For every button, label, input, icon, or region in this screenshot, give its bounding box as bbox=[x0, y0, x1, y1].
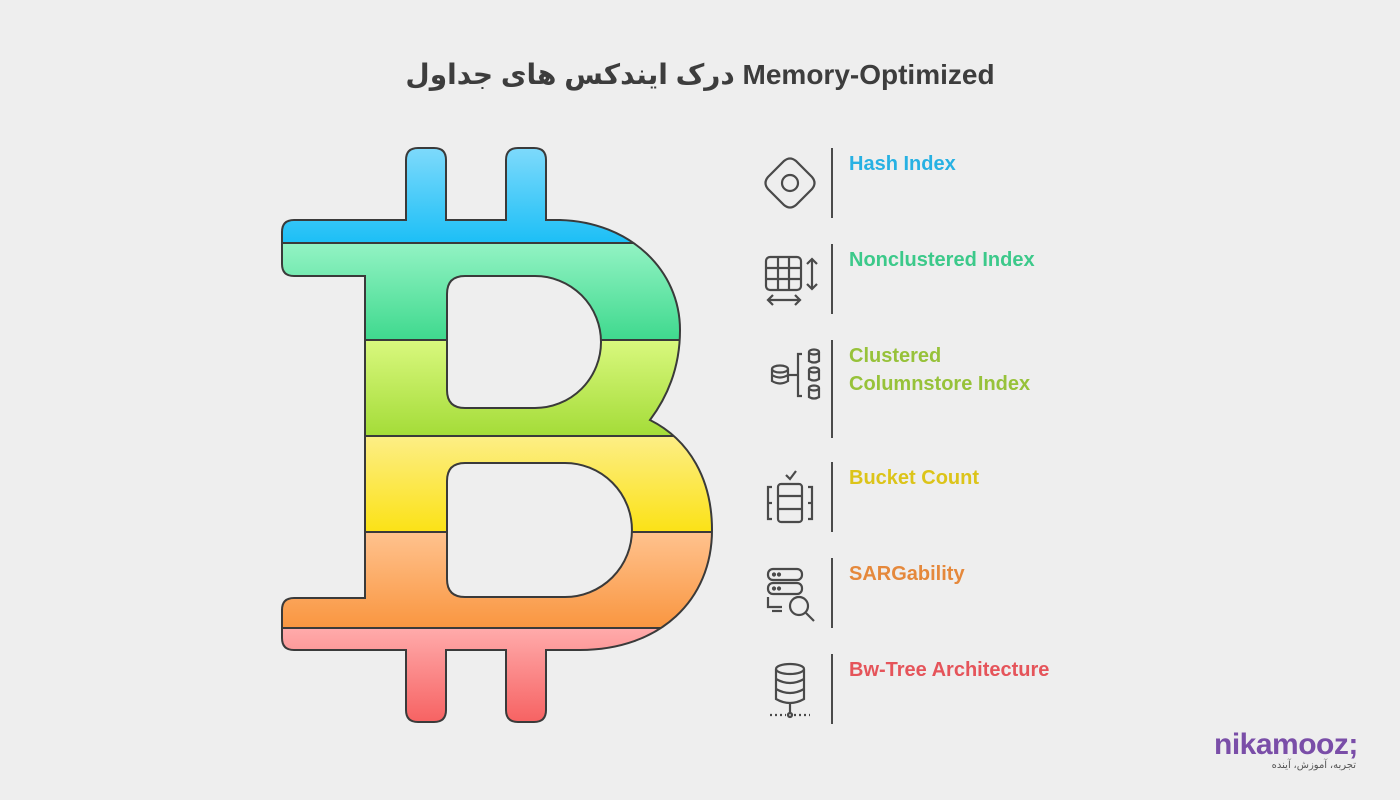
item-label: Hash Index bbox=[849, 153, 956, 175]
band-bw-tree bbox=[282, 628, 712, 722]
item-label: Nonclustered Index bbox=[849, 249, 1035, 271]
item-label: Clustered Columnstore Index bbox=[849, 345, 1031, 395]
band-sargability bbox=[282, 532, 712, 628]
logo-tagline: تجربه، آموزش، آینده bbox=[1271, 760, 1356, 771]
item-bw-tree-architecture: Bw-Tree Architecture bbox=[750, 654, 1150, 724]
item-bucket-count: Bucket Count bbox=[750, 462, 1150, 532]
band-bucket-count bbox=[282, 436, 712, 532]
database-network-icon bbox=[770, 662, 810, 719]
item-hash-index: Hash Index bbox=[750, 148, 1150, 218]
item-nonclustered-index: Nonclustered Index bbox=[750, 244, 1150, 314]
server-search-icon bbox=[766, 567, 815, 622]
item-label: Bucket Count bbox=[849, 467, 979, 489]
hash-diamond-icon bbox=[764, 157, 816, 209]
nikamooz-logo: nikamooz; تجربه، آموزش، آینده bbox=[1214, 728, 1374, 772]
logo-brand: nikamooz; bbox=[1214, 728, 1358, 761]
band-clustered-columnstore bbox=[282, 340, 712, 436]
bucket-rows-icon bbox=[766, 470, 814, 524]
item-label: SARGability bbox=[849, 563, 965, 585]
band-hash-index bbox=[282, 148, 712, 243]
item-clustered-columnstore-index: Clustered Columnstore Index bbox=[750, 340, 1150, 438]
page-title: درک ایندکس های جداول Memory-Optimized bbox=[405, 59, 995, 90]
bitcoin-segmented-diagram bbox=[281, 147, 714, 723]
item-label: Bw-Tree Architecture bbox=[849, 659, 1050, 681]
item-sargability: SARGability bbox=[750, 558, 1150, 628]
database-hierarchy-icon bbox=[770, 348, 821, 400]
table-resize-icon bbox=[764, 255, 818, 306]
band-nonclustered-index bbox=[282, 243, 712, 340]
